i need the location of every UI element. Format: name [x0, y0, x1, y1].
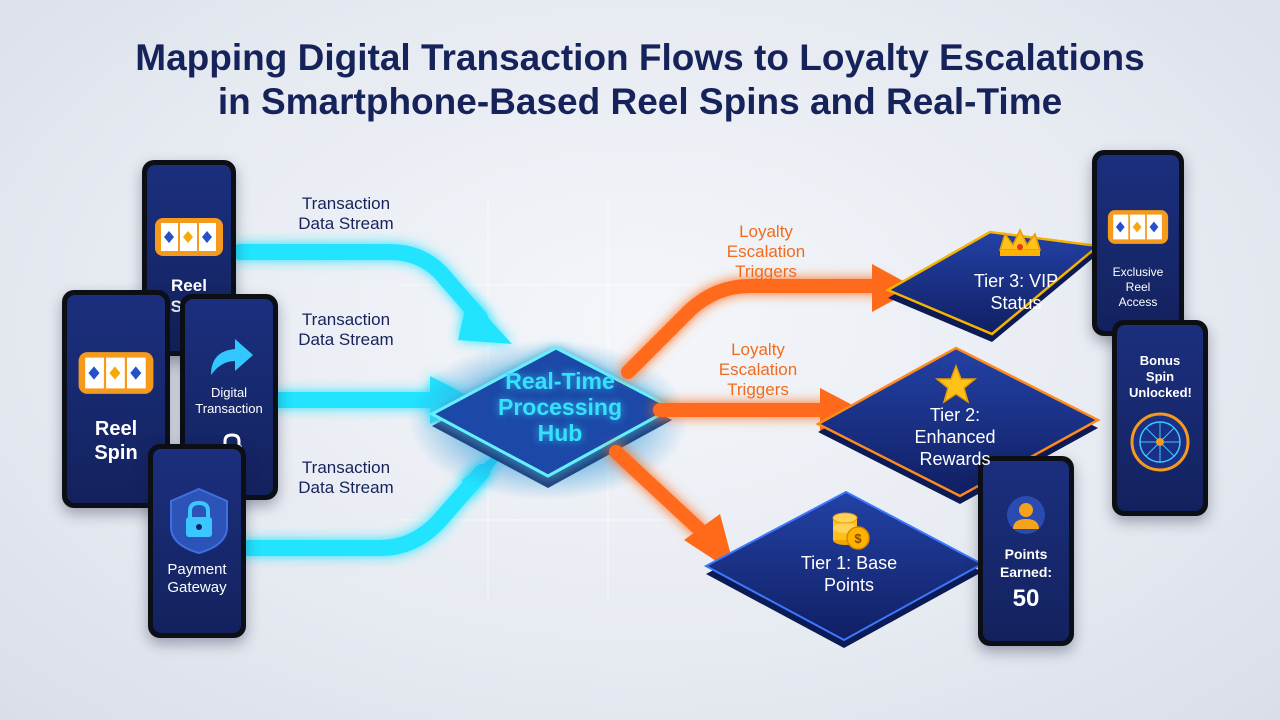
phone-bonus-spin: Bonus Spin Unlocked!: [1112, 320, 1208, 516]
slot-reels-icon: [1107, 210, 1169, 244]
payment-gateway-label: Payment Gateway: [167, 561, 227, 596]
stream-mid-label: Transaction Data Stream: [298, 310, 394, 349]
bonus-wheel-icon: [1130, 412, 1190, 472]
slot-reels-icon: [78, 352, 154, 394]
crown-icon: [998, 228, 1042, 256]
coins-icon: $: [832, 512, 870, 550]
stream-top-label: Transaction Data Stream: [298, 194, 394, 233]
stream-top-path: [232, 244, 488, 326]
phone-payment-gateway: Payment Gateway: [148, 444, 246, 638]
loyalty-mid-label: Loyalty Escalation Triggers: [718, 340, 798, 399]
digital-transaction-label: Digital Transaction: [195, 385, 263, 416]
reel-spin-left-label: Reel Spin: [94, 418, 138, 464]
loyalty-top-label: Loyalty Escalation Triggers: [726, 222, 806, 281]
exclusive-reel-access-label: Exclusive Reel Access: [1112, 265, 1164, 309]
loyalty-top-path: [621, 279, 887, 379]
stream-bottom-label: Transaction Data Stream: [298, 458, 394, 497]
title-line-1: Mapping Digital Transaction Flows to Loy…: [135, 37, 1145, 78]
bonus-spin-label: Bonus Spin Unlocked!: [1129, 353, 1192, 400]
svg-text:$: $: [854, 531, 862, 546]
loyalty-flows: [609, 279, 887, 537]
slot-reels-icon: [155, 218, 223, 256]
points-earned-label: Points Earned:: [999, 546, 1053, 580]
tier2-platform: [815, 346, 1101, 504]
share-arrow-icon: [211, 339, 253, 375]
phone-points-earned: Points Earned: 50: [978, 456, 1074, 646]
hub-label: Real-Time Processing Hub: [498, 368, 622, 446]
tier2-label: Tier 2: Enhanced Rewards: [914, 405, 996, 469]
stream-top-arrowhead: [458, 296, 512, 344]
points-earned-value: 50: [1012, 585, 1040, 612]
loyalty-bottom-path: [609, 445, 707, 537]
shield-lock-icon: [170, 487, 228, 555]
user-icon: [1007, 496, 1045, 534]
star-icon: [934, 363, 978, 404]
tier3-label: Tier 3: VIP Status: [973, 271, 1059, 313]
tier1-label: Tier 1: Base Points: [800, 553, 898, 595]
phone-exclusive-reel-access: Exclusive Reel Access: [1092, 150, 1184, 336]
title-line-2: in Smartphone-Based Reel Spins and Real-…: [217, 81, 1063, 122]
stream-bottom-path: [240, 464, 490, 556]
